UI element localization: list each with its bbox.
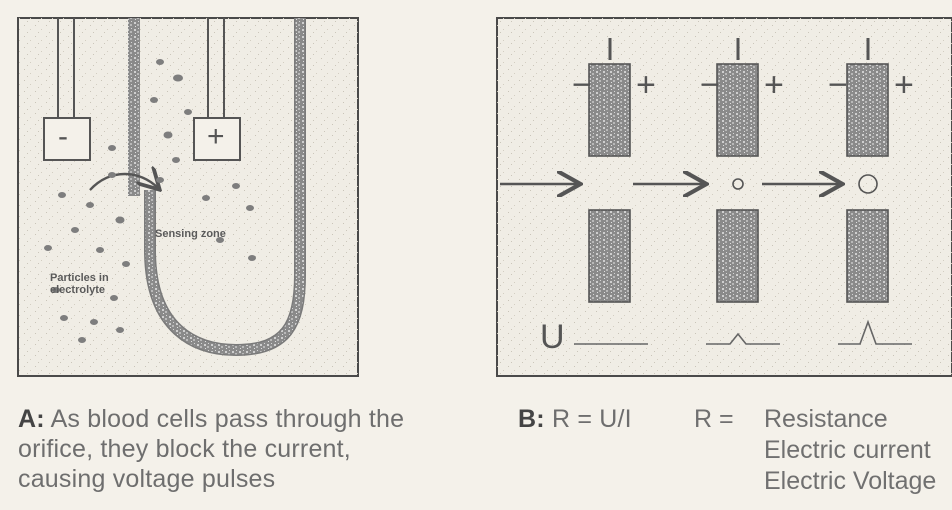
minus-sign-3: − [828, 66, 848, 104]
plus-sign-3: + [894, 66, 914, 104]
current-indicators [608, 38, 870, 60]
particles-label: Particles in electrolyte [50, 272, 109, 296]
particles-label-line2: electrolyte [50, 284, 106, 296]
legend-list: Resistance Electric current Electric Vol… [764, 404, 936, 497]
plus-sign-1: + [636, 66, 656, 104]
bottom-electrodes [588, 209, 889, 303]
legend-item-current: Electric current [764, 436, 931, 464]
u-shaped-tube [144, 18, 306, 357]
caption-a-line2: orifice, they block the current, [18, 435, 351, 463]
electrode-plus-label: + [207, 120, 225, 153]
particles-label-line1: Particles in [50, 272, 109, 284]
caption-a: A: As blood cells pass through the orifi… [18, 404, 404, 494]
caption-b: B: R = U/I [518, 404, 632, 434]
legend-item-voltage: Electric Voltage [764, 467, 937, 495]
flow-arrow [89, 174, 158, 190]
electrode-minus-box [43, 117, 91, 161]
caption-a-line1: A: As blood cells pass through the [18, 404, 404, 434]
caption-b-prefix: B: [518, 405, 545, 433]
legend-item-resistance: Resistance [764, 405, 888, 433]
minus-sign-2: − [700, 66, 720, 104]
voltage-traces [574, 319, 912, 345]
small-cell [732, 178, 744, 190]
caption-a-text1: As blood cells pass through the [50, 405, 405, 433]
particles [44, 59, 256, 343]
caption-a-prefix: A: [18, 405, 45, 433]
voltage-label: U [540, 318, 565, 356]
panel-a-frame [17, 17, 359, 377]
caption-a-line3: causing voltage pulses [18, 465, 276, 493]
electrode-wires [57, 18, 225, 118]
sensing-zone-label: Sensing zone [155, 228, 226, 240]
top-electrodes [588, 63, 889, 157]
minus-sign-1: − [572, 66, 592, 104]
electrode-plus-box [193, 117, 241, 161]
inner-tube [128, 18, 140, 196]
caption-b-formula: R = U/I [551, 405, 632, 433]
electrode-minus-label: - [58, 120, 68, 153]
legend-symbol: R = [694, 405, 734, 433]
large-cell [858, 174, 878, 194]
plus-sign-2: + [764, 66, 784, 104]
